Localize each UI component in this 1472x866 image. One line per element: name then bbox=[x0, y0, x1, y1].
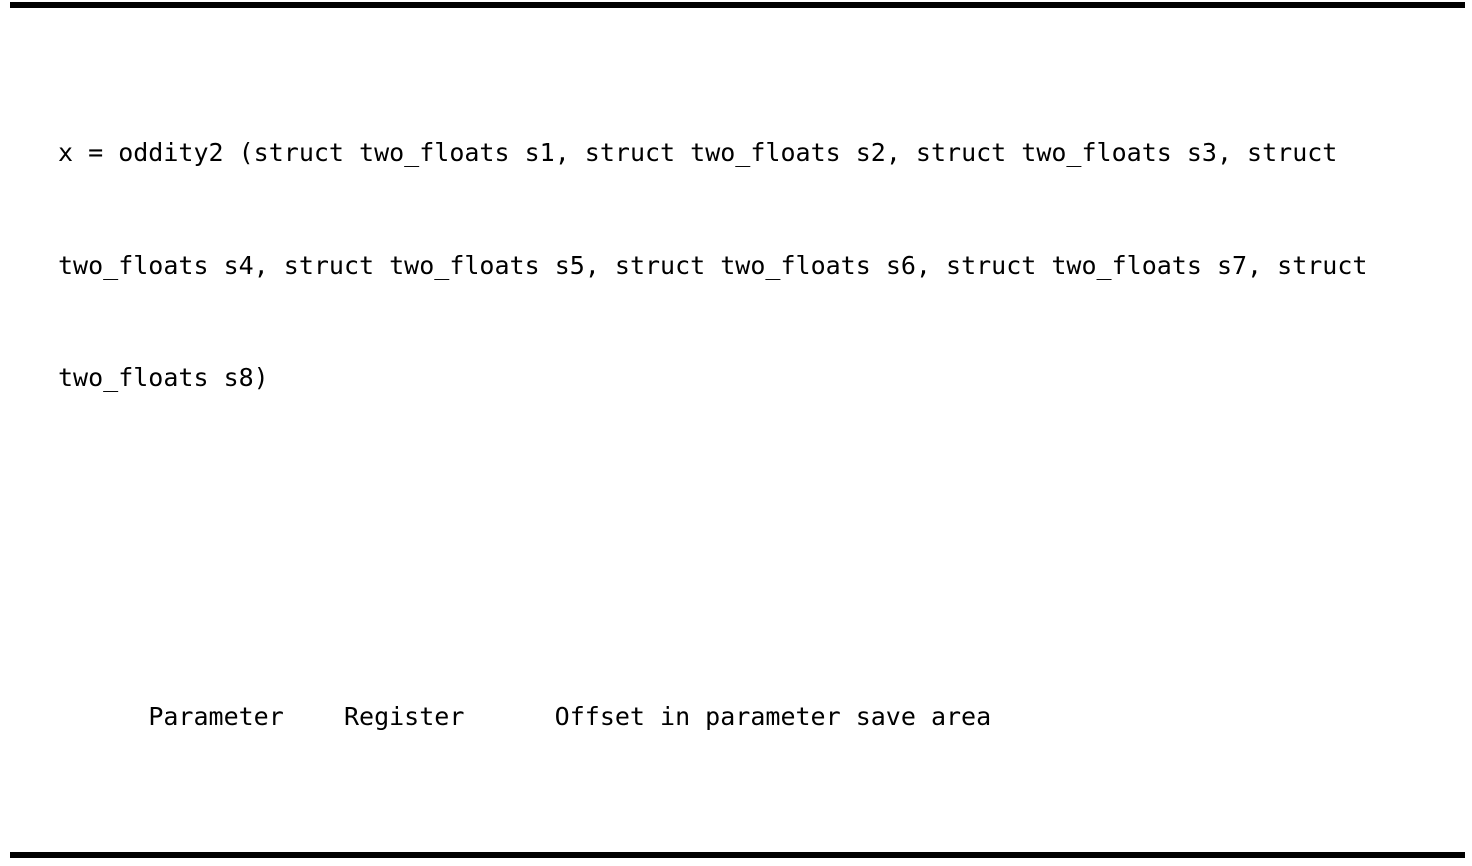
bottom-rule bbox=[10, 852, 1465, 858]
column-header-offset: Offset in parameter save area bbox=[554, 701, 992, 731]
figure-content: x = oddity2 (struct two_floats s1, struc… bbox=[58, 21, 1367, 866]
function-signature-line: x = oddity2 (struct two_floats s1, struc… bbox=[58, 137, 1338, 167]
spacer-line bbox=[58, 510, 1367, 548]
table-header-row: Parameter Register Offset in parameter sav… bbox=[58, 660, 1367, 773]
function-signature-line: two_floats s8) bbox=[58, 363, 269, 393]
top-rule bbox=[10, 2, 1465, 8]
function-signature-line: two_floats s4, struct two_floats s5, str… bbox=[58, 250, 1368, 280]
column-header-register: Register bbox=[343, 701, 465, 731]
column-header-parameter: Parameter bbox=[148, 701, 284, 731]
